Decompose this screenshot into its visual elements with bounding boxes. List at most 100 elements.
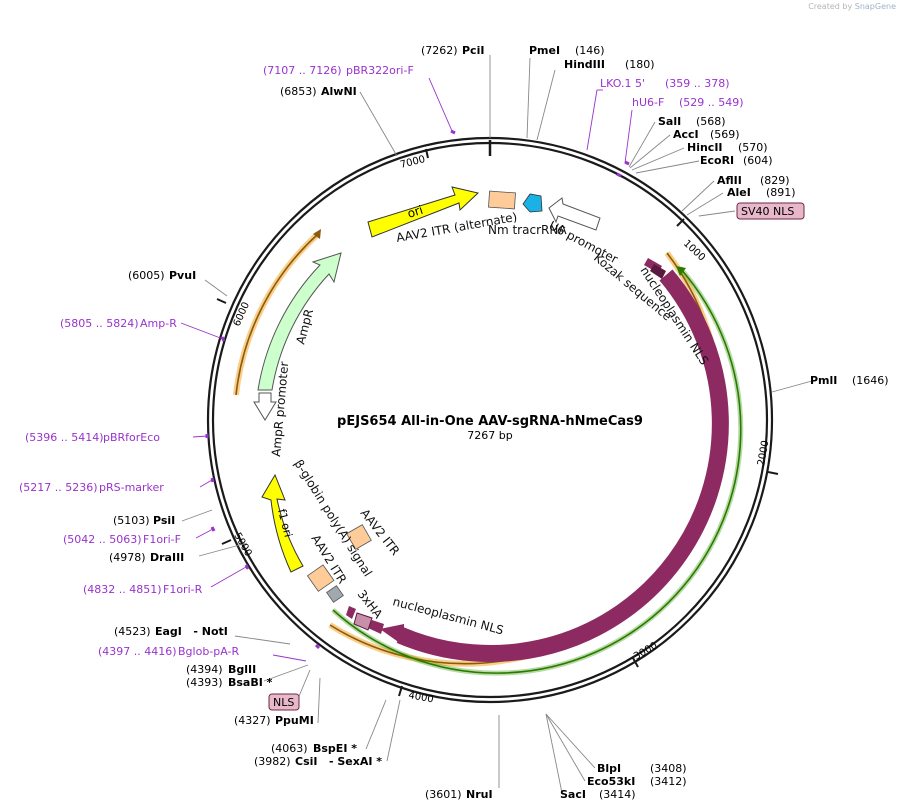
beta-globin-polya-box bbox=[326, 585, 344, 603]
primer-pbrforeco-name: pBRforEco bbox=[103, 431, 160, 444]
enzyme-draiii: (4978) DraIII bbox=[109, 551, 184, 564]
enzyme-alwni: (6853) AlwNI bbox=[280, 85, 357, 98]
ruler-label-2000: 2000 bbox=[756, 440, 771, 467]
tag-nls-box bbox=[268, 693, 300, 711]
enzyme-nrui-pos: (3601) bbox=[425, 788, 462, 801]
enzyme-blpi-pos: (3408) bbox=[650, 762, 687, 775]
enzyme-bspei-pos: (4063) bbox=[271, 742, 308, 755]
enzyme-aflii: AflII (829) bbox=[717, 174, 790, 187]
watermark-brand: SnapGene bbox=[854, 2, 896, 11]
enzyme-aflii-pos: (829) bbox=[760, 174, 790, 187]
enzyme-bglii-pos: (4394) bbox=[186, 663, 223, 676]
enzyme-bsabi-pos: (4393) bbox=[186, 676, 223, 689]
primer-bglob-pa-name: Bglob-pA-R bbox=[178, 645, 240, 658]
primer-ampr-name: Amp-R bbox=[140, 317, 177, 330]
primer-f1ori-f-name: F1ori-F bbox=[143, 533, 181, 546]
primer-prs-marker-range: (5217 .. 5236) bbox=[19, 481, 98, 494]
ruler-tick-4000: 4000 bbox=[398, 685, 434, 705]
feature-top: ori bbox=[367, 186, 601, 238]
primer-bglob-pa: (4397 .. 4416) Bglob-pA-R bbox=[98, 645, 240, 658]
feature-nmcas9: NmCas9 bbox=[380, 269, 729, 662]
primer-lko-range: (359 .. 378) bbox=[665, 77, 730, 90]
primer-hu6: hU6-F (529 .. 549) bbox=[632, 96, 744, 109]
enzyme-labels: (7262) PciI PmeI (146) HindIII (180) Sal… bbox=[109, 44, 889, 801]
enzyme-ppumi: (4327) PpuMI bbox=[234, 714, 314, 727]
green-track-arrowhead bbox=[676, 266, 686, 276]
enzyme-pvui: (6005) PvuI bbox=[128, 269, 196, 282]
primer-f1ori-r-range: (4832 .. 4851) bbox=[83, 583, 162, 596]
primer-ampr: (5805 .. 5824) Amp-R bbox=[60, 317, 177, 330]
nm-tracrrna-arrow bbox=[522, 193, 543, 213]
nmcas9-arc bbox=[396, 269, 729, 662]
primer-site-f1ori-r bbox=[244, 564, 250, 570]
primer-f1ori-r-name: F1ori-R bbox=[163, 583, 203, 596]
aav2-itr-box-2 bbox=[306, 564, 335, 592]
enzyme-csii-sexai-name: CsiI - SexAI * bbox=[295, 755, 382, 768]
enzyme-hindiii-pos: (180) bbox=[625, 58, 655, 71]
enzyme-blpi: BlpI (3408) bbox=[597, 762, 687, 775]
enzyme-pmei-name: PmeI bbox=[529, 44, 560, 57]
enzyme-aflii-name: AflII bbox=[717, 174, 742, 187]
enzyme-ecori: EcoRI (604) bbox=[700, 154, 773, 167]
enzyme-sali-pos: (568) bbox=[696, 115, 726, 128]
plasmid-length: 7267 bp bbox=[467, 429, 512, 442]
enzyme-pcii: (7262) PciI bbox=[421, 44, 484, 57]
primer-f1ori-r: (4832 .. 4851) F1ori-R bbox=[83, 583, 203, 596]
primer-pbrforeco-range: (5396 .. 5414) bbox=[25, 431, 104, 444]
ampr-arrow bbox=[257, 252, 342, 391]
tag-sv40-nls-box bbox=[736, 202, 805, 220]
enzyme-ecori-pos: (604) bbox=[743, 154, 773, 167]
leader-lines bbox=[180, 55, 813, 794]
primer-f1ori-f-range: (5042 .. 5063) bbox=[63, 533, 142, 546]
enzyme-pmei-pos: (146) bbox=[575, 44, 605, 57]
enzyme-bsabi-name: BsaBI * bbox=[228, 676, 273, 689]
enzyme-alei: AleI (891) bbox=[727, 186, 796, 199]
enzyme-blpi-name: BlpI bbox=[597, 762, 621, 775]
ori-label: ori bbox=[406, 203, 425, 221]
ruler-label-5000: 5000 bbox=[231, 531, 253, 559]
enzyme-bspei: (4063) BspEI * bbox=[271, 742, 357, 755]
ori-arrow bbox=[367, 186, 480, 238]
enzyme-sali-name: SalI bbox=[658, 115, 681, 128]
tag-sv40-nls: SV40 NLS bbox=[736, 202, 805, 220]
enzyme-alwni-pos: (6853) bbox=[280, 85, 317, 98]
aav2-itr-box bbox=[346, 524, 372, 550]
enzyme-pmli-name: PmlI bbox=[810, 374, 837, 387]
enzyme-nrui-name: NruI bbox=[466, 788, 493, 801]
snapgene-watermark: Created by SnapGene bbox=[808, 2, 896, 11]
watermark-prefix: Created by bbox=[808, 2, 853, 11]
tag-nls-label: NLS bbox=[273, 696, 294, 709]
ruler-label-3000: 3000 bbox=[632, 640, 660, 662]
primer-site-bglob-pa bbox=[314, 643, 321, 650]
enzyme-csii-sexai: (3982) CsiI - SexAI * bbox=[254, 755, 382, 768]
primer-pbr322ori: (7107 .. 7126) pBR322ori-F bbox=[263, 64, 414, 77]
primer-lko-name: LKO.1 5' bbox=[600, 77, 645, 90]
kozak-sequence-block bbox=[650, 264, 666, 279]
orange-track-left-arrowhead bbox=[313, 229, 321, 239]
enzyme-alei-pos: (891) bbox=[766, 186, 796, 199]
enzyme-draiii-name: DraIII bbox=[150, 551, 184, 564]
primer-pbr322ori-range: (7107 .. 7126) bbox=[263, 64, 342, 77]
enzyme-pvui-pos: (6005) bbox=[128, 269, 165, 282]
enzyme-eagi-noti: (4523) EagI - NotI bbox=[114, 625, 228, 638]
enzyme-csii-sexai-pos: (3982) bbox=[254, 755, 291, 768]
enzyme-alei-name: AleI bbox=[727, 186, 751, 199]
enzyme-acci: AccI (569) bbox=[673, 128, 740, 141]
enzyme-hincii-name: HincII bbox=[687, 141, 723, 154]
enzyme-pcii-pos: (7262) bbox=[421, 44, 458, 57]
primer-site-lko bbox=[616, 172, 622, 178]
enzyme-eagi-noti-name: EagI - NotI bbox=[155, 625, 228, 638]
ampr-promoter-arrow bbox=[253, 392, 277, 421]
primer-sites bbox=[205, 129, 630, 650]
primer-lko: LKO.1 5' (359 .. 378) bbox=[600, 77, 730, 90]
aav2-itr-alternate-box bbox=[488, 190, 516, 210]
nmcas9-label-path: NmCas9 bbox=[619, 514, 662, 554]
enzyme-psii-name: PsiI bbox=[153, 514, 175, 527]
plasmid-name: pEJS654 All-in-One AAV-sgRNA-hNmeCas9 bbox=[337, 414, 643, 429]
enzyme-eagi-noti-pos: (4523) bbox=[114, 625, 151, 638]
enzyme-hincii: HincII (570) bbox=[687, 141, 768, 154]
nmcas9-label: NmCas9 bbox=[619, 514, 662, 554]
enzyme-bsabi: (4393) BsaBI * bbox=[186, 676, 273, 689]
enzyme-pmei: PmeI (146) bbox=[529, 44, 605, 57]
